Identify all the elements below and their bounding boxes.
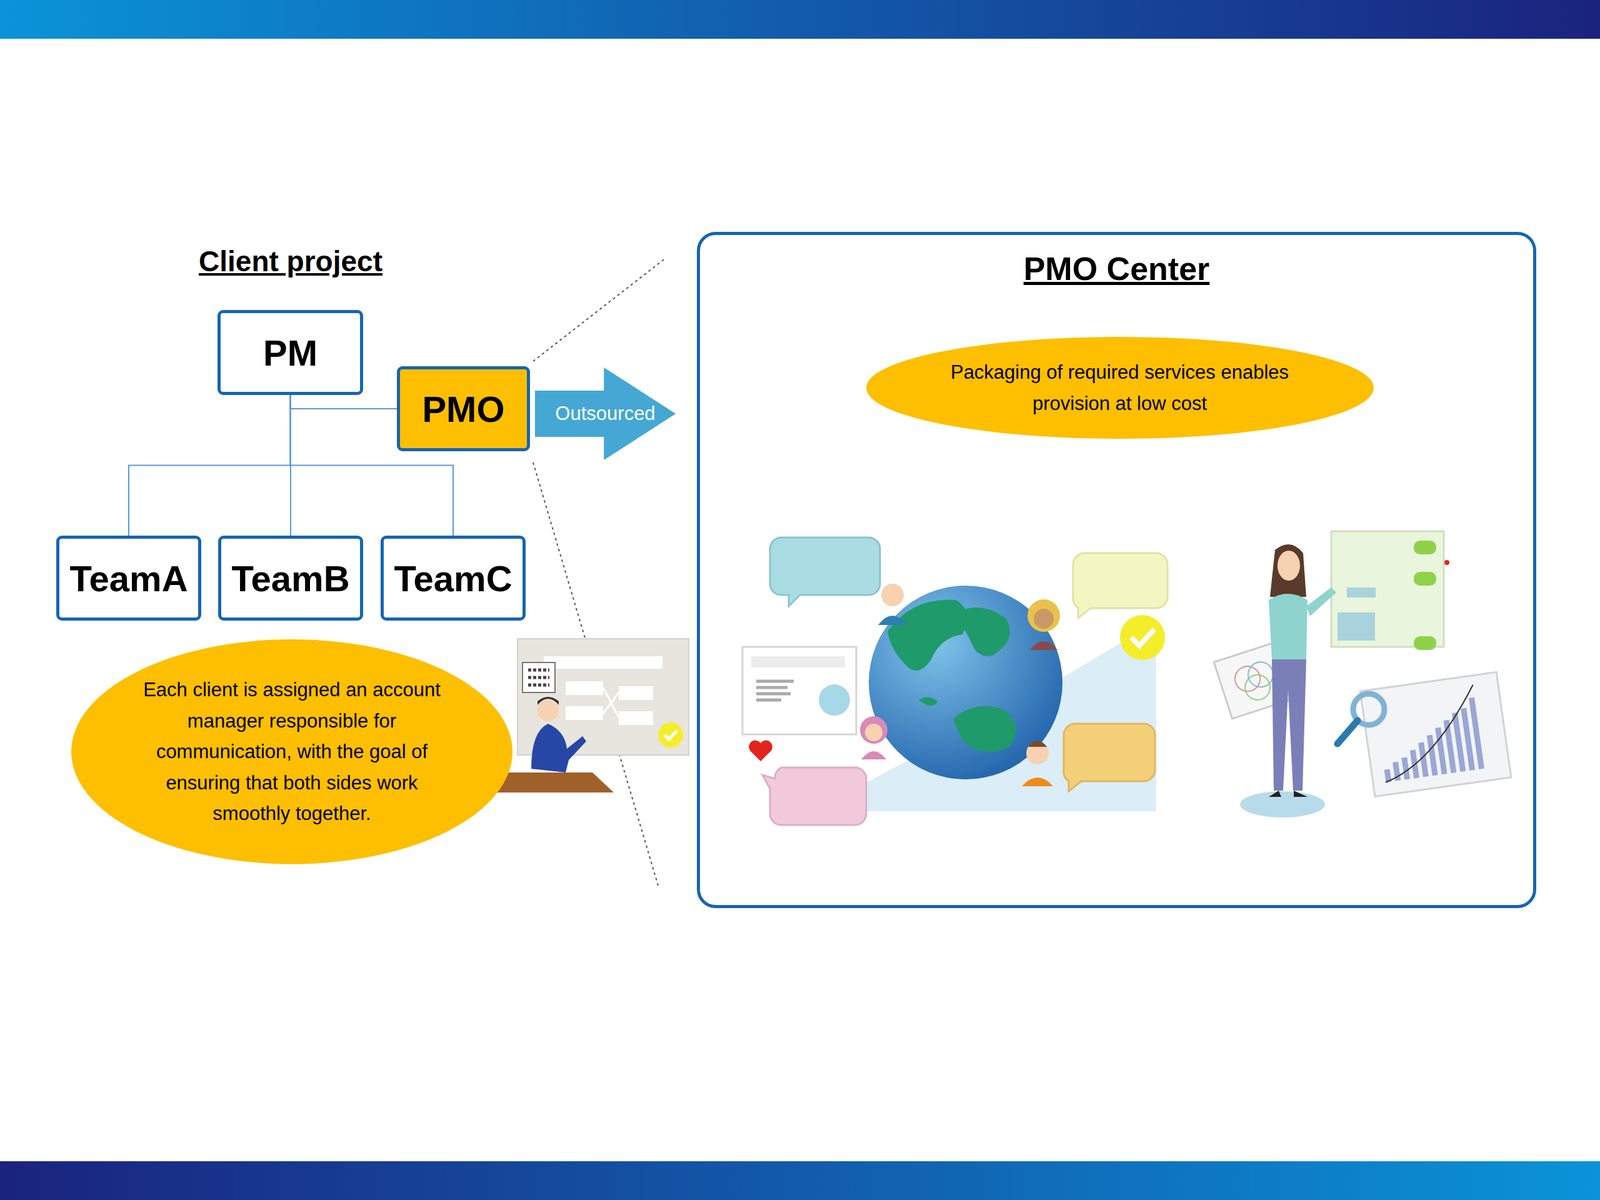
shape-outline [866,336,1374,439]
outsourced-arrow: Outsourced [535,367,676,460]
zoom-line [533,258,666,362]
team-box: TeamC [380,535,526,621]
manager-box: PM [217,310,364,395]
node-text: Outsourced [555,402,655,425]
pmo-center-panel: PMO CenterPackaging of required services… [696,231,1537,909]
node-text: TeamC [393,557,512,600]
group-heading: Client project [198,244,383,279]
node-text: Packaging of required services enables p… [945,356,1295,419]
globe-illustration [742,537,1168,825]
node-text: PMO Center [1023,250,1210,288]
node-text: TeamA [69,557,188,600]
node-text: Each client is assigned an account manag… [141,674,442,830]
analyst-illustration [1213,531,1512,818]
node-text: TeamB [231,557,350,600]
bottom-bar [0,1161,1600,1200]
node-text: PMO [421,388,505,430]
team-box: TeamA [56,535,202,621]
account-manager-illustration [485,638,689,793]
top-bar [0,0,1600,39]
note-ellipse: Each client is assigned an account manag… [71,639,513,865]
org-connector [290,395,398,409]
node-text: PM [263,331,318,374]
pmo-box: PMO [396,366,530,452]
org-connector [128,395,291,536]
team-box: TeamB [218,535,364,621]
note-ellipse: Packaging of required services enables p… [866,336,1374,439]
